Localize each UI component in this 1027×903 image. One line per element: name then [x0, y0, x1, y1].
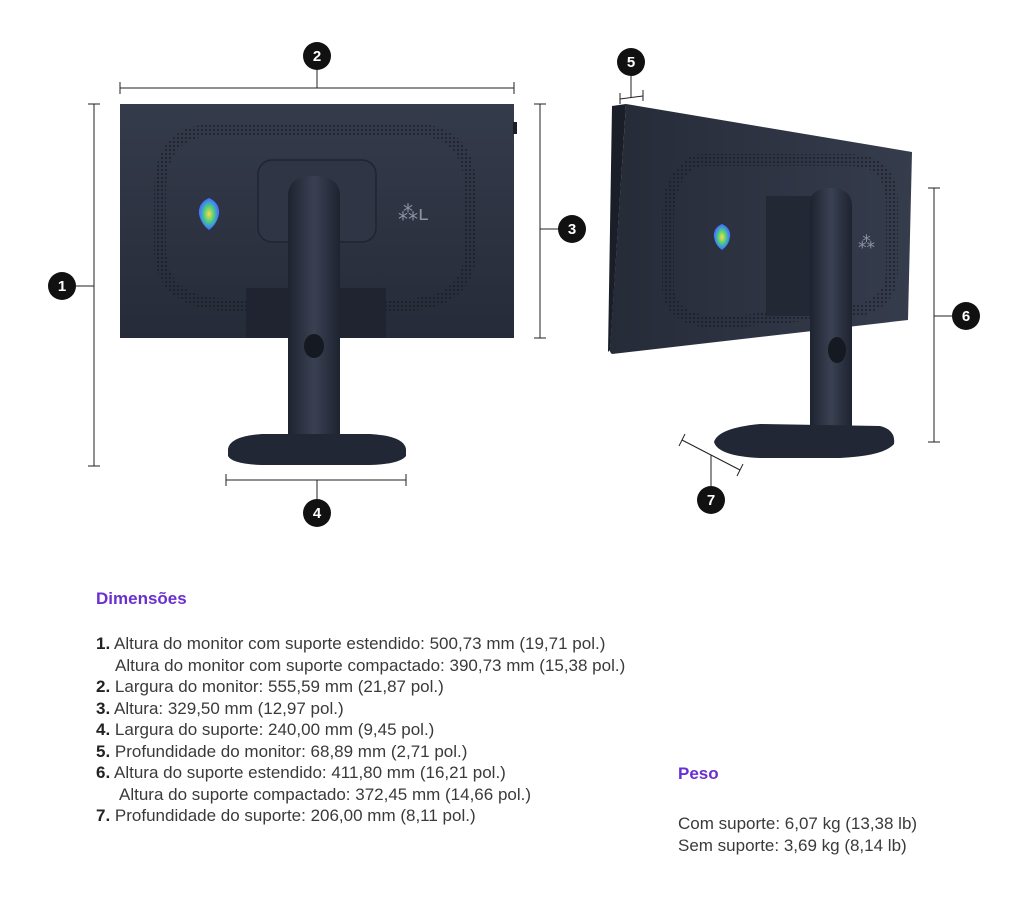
- dimensions-list: 1. Altura do monitor com suporte estendi…: [96, 633, 696, 827]
- list-item: Com suporte: 6,07 kg (13,38 lb): [678, 814, 918, 833]
- monitor-dimension-diagram: ⁂ʟ ⁂: [48, 42, 980, 527]
- rear-view-monitor: ⁂ʟ: [120, 104, 517, 465]
- item-text: Largura do suporte: 240,00 mm (9,45 pol.…: [114, 720, 435, 739]
- callout-4: 4: [303, 499, 331, 527]
- item-text: Profundidade do suporte: 206,00 mm (8,11…: [114, 806, 476, 825]
- list-item: 6. Altura do suporte estendido: 411,80 m…: [96, 762, 696, 784]
- item-text: Profundidade do monitor: 68,89 mm (2,71 …: [114, 741, 468, 761]
- alien-logo-icon: [198, 198, 220, 230]
- callout-label: 7: [707, 492, 715, 509]
- callout-6: 6: [952, 302, 980, 330]
- item-text: Largura do monitor: 555,59 mm (21,87 pol…: [114, 677, 444, 696]
- item-text: Altura: 329,50 mm (12,97 pol.): [113, 698, 344, 718]
- item-number: 5.: [96, 741, 111, 761]
- list-item: 7. Profundidade do suporte: 206,00 mm (8…: [96, 805, 696, 827]
- item-number: 4.: [96, 720, 111, 739]
- weight-heading: Peso: [678, 764, 719, 783]
- item-text: Altura do suporte estendido: 411,80 mm (…: [113, 763, 506, 782]
- aw-logo-icon: ⁂ʟ: [398, 201, 428, 225]
- list-item: Altura do suporte compactado: 372,45 mm …: [96, 784, 696, 806]
- side-view-monitor: ⁂: [608, 104, 912, 458]
- list-item: 3. Altura: 329,50 mm (12,97 pol.): [96, 698, 696, 720]
- item-number: 2.: [96, 677, 111, 696]
- callout-7: 7: [697, 486, 725, 514]
- svg-text:⁂: ⁂: [858, 233, 875, 253]
- list-item: 1. Altura do monitor com suporte estendi…: [96, 633, 696, 655]
- list-item: Altura do monitor com suporte compactado…: [96, 655, 696, 677]
- callout-5: 5: [617, 48, 645, 76]
- dimensions-heading: Dimensões: [96, 589, 187, 608]
- list-item: 5. Profundidade do monitor: 68,89 mm (2,…: [96, 741, 696, 763]
- item-number: 1.: [96, 634, 111, 653]
- item-number: 6.: [96, 763, 111, 782]
- item-number: 7.: [96, 806, 111, 825]
- item-text: Altura do monitor com suporte compactado…: [115, 655, 626, 675]
- callout-label: 3: [568, 221, 576, 238]
- callout-label: 4: [313, 505, 322, 522]
- callout-label: 6: [962, 308, 970, 325]
- item-number: 3.: [96, 698, 111, 718]
- weight-list: Com suporte: 6,07 kg (13,38 lb) Sem supo…: [678, 813, 917, 856]
- item-text: Altura do suporte compactado: 372,45 mm …: [119, 784, 532, 804]
- callout-3: 3: [558, 215, 586, 243]
- item-text: Altura do monitor com suporte estendido:…: [113, 634, 606, 653]
- dimension-lines: [64, 55, 964, 512]
- callout-label: 5: [627, 54, 635, 71]
- list-item: 2. Largura do monitor: 555,59 mm (21,87 …: [96, 676, 696, 698]
- callout-label: 2: [313, 48, 321, 65]
- callout-2: 2: [303, 42, 331, 70]
- list-item: Sem suporte: 3,69 kg (8,14 lb): [678, 835, 907, 855]
- list-item: 4. Largura do suporte: 240,00 mm (9,45 p…: [96, 719, 696, 741]
- callout-1: 1: [48, 272, 76, 300]
- callout-label: 1: [58, 278, 66, 295]
